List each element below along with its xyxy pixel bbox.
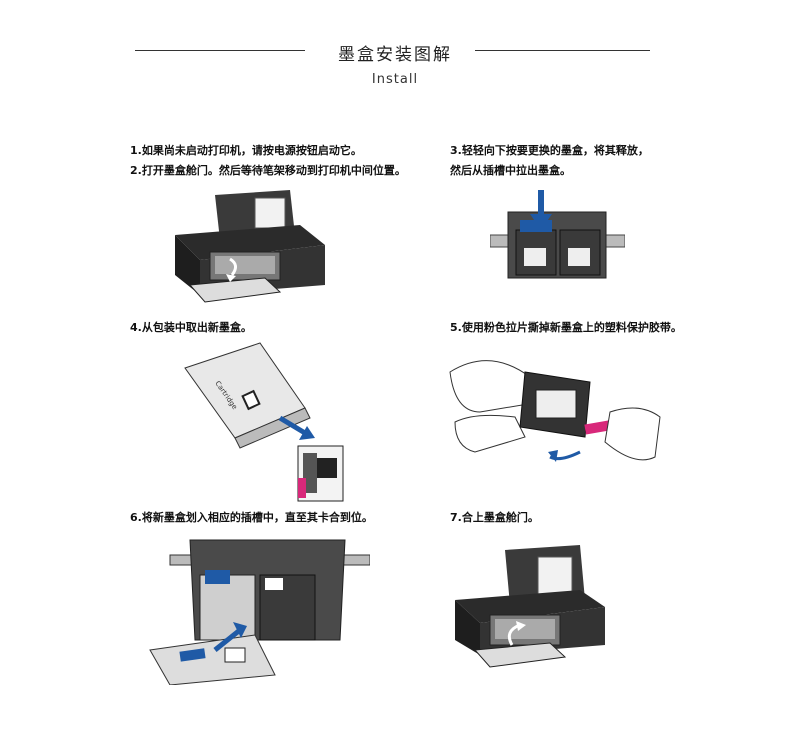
step-3-text: 3.轻轻向下按要更换的墨盒，将其释放， [450,144,649,157]
insert-cartridge-illustration [145,530,370,685]
step-7-text: 7.合上墨盒舱门。 [450,511,539,524]
remove-cartridge-illustration [490,190,625,290]
step-3-text-cont: 然后从插槽中拉出墨盒。 [450,164,571,177]
header-rule-right [475,50,650,51]
step-5-text: 5.使用粉色拉片撕掉新墨盒上的塑料保护胶带。 [450,321,682,334]
step-6-text: 6.将新墨盒划入相应的插槽中，直至其卡合到位。 [130,511,373,524]
printer-open-door-illustration [170,190,330,305]
step-1-text: 1.如果尚未启动打印机，请按电源按钮启动它。 [130,144,362,157]
new-cartridge-package-illustration: Cartridge [175,338,355,508]
header-rule-left [135,50,305,51]
remove-tape-illustration [440,352,665,477]
printer-close-door-illustration [450,545,610,675]
page-subtitle: Install [371,72,419,87]
page-title: 墨盒安装图解 [338,45,452,65]
step-2-text: 2.打开墨盒舱门。然后等待笔架移动到打印机中间位置。 [130,164,406,177]
step-4-text: 4.从包装中取出新墨盒。 [130,321,252,334]
